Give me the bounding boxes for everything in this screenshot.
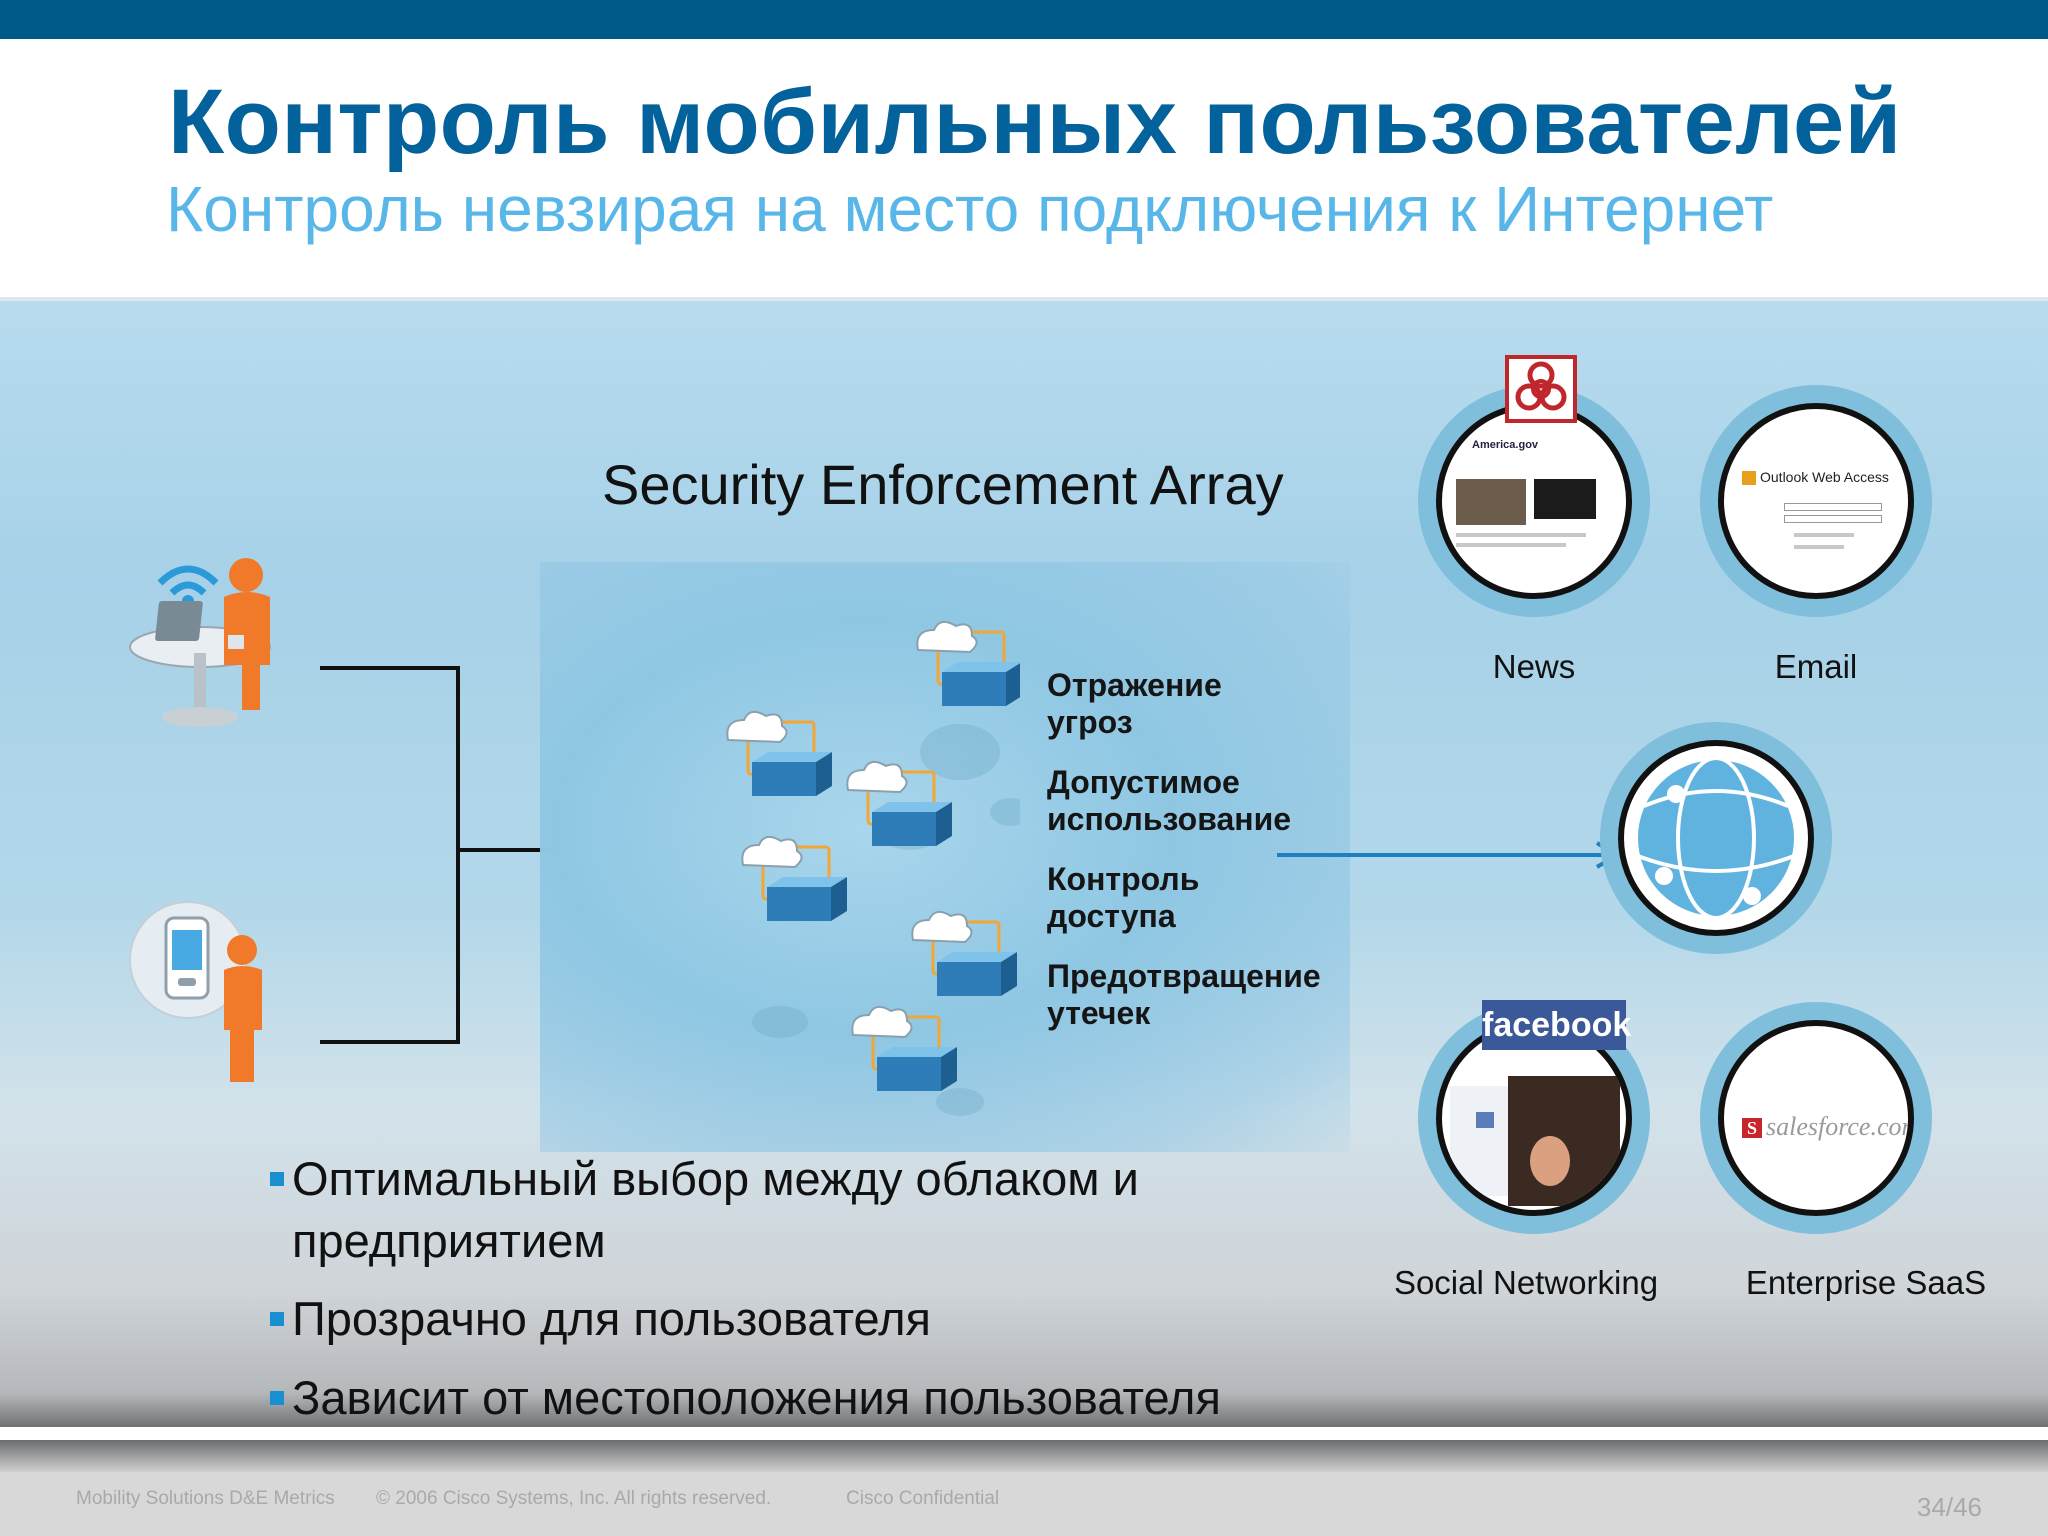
outlook-logo: Outlook Web Access [1760,469,1889,485]
feature-acceptable-use: Допустимое использование [1047,764,1292,837]
news-video [1534,479,1596,519]
social-networking-label: Social Networking [1393,1264,1659,1301]
globe-icon [1634,756,1798,920]
security-array-heading: Security Enforcement Array [602,453,1284,516]
bullet-marker [270,1172,284,1186]
salesforce-logo: salesforce.com [1766,1112,1914,1141]
bullet-item-continuation: предприятием [292,1214,606,1267]
bullet-item: Зависит от местоположения пользователя [270,1367,1221,1429]
title-area [0,39,2048,297]
outlook-icon [1742,471,1756,485]
news-photo [1456,479,1526,525]
content-divider [0,297,2048,301]
internet-arrow [1277,841,1621,869]
feature-leak-prevention: Предотвращение утечек [1047,958,1321,1031]
footer [0,1472,2048,1536]
footer-presentation-name: Mobility Solutions D&E Metrics [76,1488,335,1509]
page-number: 34/46 [1916,1492,1982,1522]
top-bar [0,0,2048,39]
cloud-datacenters-map [726,620,1020,1116]
slide-title: Контроль мобильных пользователей [168,71,1902,173]
facebook-logo: facebook [1482,1000,1631,1050]
email-label: Email [1774,648,1858,685]
news-label: News [1492,648,1576,685]
feature-access-control: Контроль доступа [1047,861,1200,934]
slide-subtitle: Контроль невзирая на место подключения к… [166,173,1774,245]
news-circle: America.gov [1418,385,1650,617]
bullet-item: Оптимальный выбор между облаком и [270,1148,1139,1210]
salesforce-icon: S [1742,1118,1762,1138]
footer-shade [0,1440,2048,1472]
mobile-user-icon [129,901,262,1082]
biohazard-icon [1505,355,1577,423]
footer-copyright: © 2006 Cisco Systems, Inc. All rights re… [376,1488,772,1509]
search-icon [1476,1112,1494,1128]
news-site-logo: America.gov [1472,439,1539,451]
saas-circle: S salesforce.com [1700,1002,1932,1234]
bullet-item: Прозрачно для пользователя [270,1288,931,1350]
email-circle: Outlook Web Access [1700,385,1932,617]
social-photo [1508,1076,1620,1206]
bullet-marker [270,1391,284,1405]
datacenter-node-icon [726,620,1020,1091]
feature-threat-defense: Отражение угроз [1047,667,1222,740]
bullet-marker [270,1312,284,1326]
enterprise-saas-label: Enterprise SaaS [1745,1264,1987,1301]
laptop-user-icon [129,558,271,727]
internet-globe [1600,722,1832,954]
footer-confidential: Cisco Confidential [846,1488,1000,1509]
